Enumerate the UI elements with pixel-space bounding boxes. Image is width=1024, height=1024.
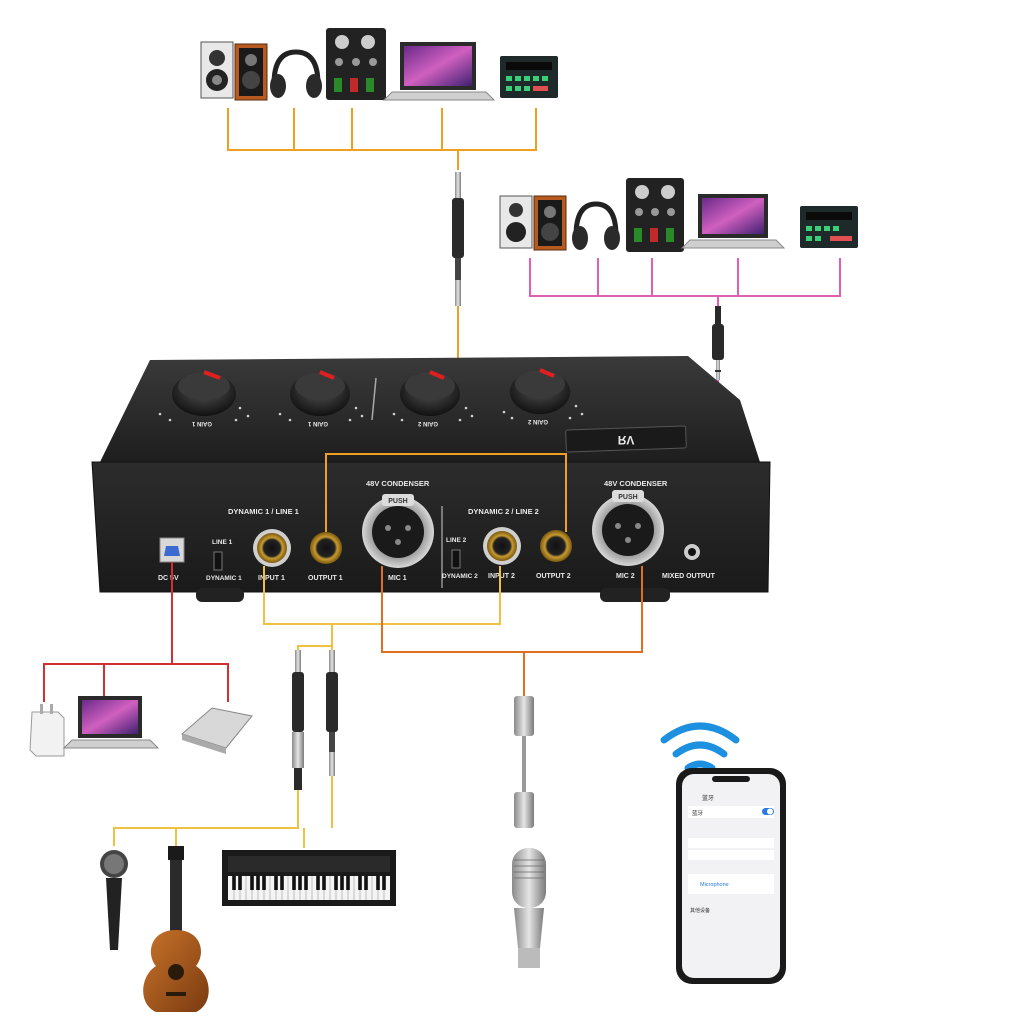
- keyboard-icon: [222, 850, 396, 906]
- label-mic-1: MIC 1: [388, 575, 407, 582]
- top-device-row: [200, 28, 558, 101]
- output-cables: [325, 453, 567, 532]
- knob-label-3: GAIN 2: [417, 420, 438, 426]
- push-tab-2: PUSH: [618, 494, 637, 501]
- svg-text:VЯ: VЯ: [618, 433, 635, 447]
- label-dynamic-line-1: DYNAMIC 1 / LINE 1: [228, 507, 299, 516]
- top-orange-bus: [227, 108, 537, 170]
- piano-black-key: [346, 876, 350, 890]
- label-output-2: OUTPUT 2: [536, 573, 571, 580]
- laptop-icon-3: [62, 696, 160, 749]
- gain-knob-4[interactable]: [510, 368, 570, 414]
- knob-label-1: GAIN 1: [191, 420, 212, 426]
- label-dynamic-line-2: DYNAMIC 2 / LINE 2: [468, 507, 539, 516]
- label-dynamic-1: DYNAMIC 1: [206, 575, 242, 582]
- switch-2[interactable]: [451, 549, 461, 569]
- speaker-pair-icon: [200, 41, 268, 101]
- knob-labels: GAIN 1 GAIN 1 GAIN 2 GAIN 2: [191, 418, 548, 426]
- output-1-jack[interactable]: [310, 532, 342, 564]
- mic-1-xlr[interactable]: PUSH: [362, 494, 434, 568]
- knob-scale-dots: [158, 404, 584, 422]
- piano-black-key: [304, 876, 308, 890]
- instrument-cables: [292, 650, 338, 790]
- headphones-icon-2: [572, 201, 620, 250]
- piano-black-key: [382, 876, 386, 890]
- sound-card-icon: [500, 56, 558, 98]
- mic-2-xlr[interactable]: PUSH: [592, 490, 664, 566]
- power-wiring: [43, 562, 229, 702]
- push-tab-1: PUSH: [388, 498, 407, 505]
- piano-black-key: [340, 876, 344, 890]
- condenser-microphone-icon: [512, 848, 546, 968]
- piano-black-key: [280, 876, 284, 890]
- laptop-icon-2: [680, 194, 786, 249]
- bluetooth-device-item: Microphone: [700, 882, 729, 888]
- label-mixed-output: MIXED OUTPUT: [662, 573, 716, 580]
- gain-knob-2[interactable]: [290, 370, 350, 416]
- piano-black-key: [262, 876, 266, 890]
- gain-knob-1[interactable]: [172, 370, 236, 416]
- gain-knob-3[interactable]: [400, 370, 460, 416]
- input-2-jack[interactable]: [483, 527, 521, 565]
- smartphone: 蓝牙 蓝牙 Microphone 其他设备: [676, 768, 786, 984]
- bluetooth-setting-label: 蓝牙: [692, 809, 704, 817]
- laptop-icon: [382, 42, 496, 101]
- label-dc-5v: DC 5V: [158, 575, 179, 582]
- switch-1[interactable]: [213, 551, 223, 571]
- wireless-icon: [660, 722, 740, 772]
- mixer-icon: [326, 28, 386, 100]
- label-condenser-1: 48V CONDENSER: [366, 479, 430, 488]
- input-1-jack[interactable]: [253, 529, 291, 567]
- piano-black-key: [232, 876, 236, 890]
- piano-black-key: [250, 876, 254, 890]
- piano-black-key: [238, 876, 242, 890]
- second-device-row: [499, 178, 858, 252]
- usb-port[interactable]: [159, 537, 185, 563]
- sound-card-icon-2: [800, 206, 858, 248]
- power-bank-icon: [180, 707, 253, 754]
- xlr-cable: [514, 696, 534, 828]
- phone-title: 蓝牙: [702, 794, 714, 802]
- other-devices-label: 其他设备: [690, 907, 710, 914]
- label-condenser-2: 48V CONDENSER: [604, 479, 668, 488]
- piano-black-key: [298, 876, 302, 890]
- mixed-output-jack[interactable]: [684, 544, 700, 560]
- piano-black-key: [376, 876, 380, 890]
- output-2-jack[interactable]: [540, 530, 572, 562]
- label-line-2: LINE 2: [446, 537, 467, 544]
- label-input-1: INPUT 1: [258, 575, 285, 582]
- instrument-bus: [113, 776, 333, 848]
- piano-black-key: [274, 876, 278, 890]
- piano-black-key: [292, 876, 296, 890]
- piano-black-key: [364, 876, 368, 890]
- label-dynamic-2: DYNAMIC 2: [442, 573, 478, 580]
- label-line-1: LINE 1: [212, 539, 233, 546]
- piano-black-key: [358, 876, 362, 890]
- acoustic-guitar-icon: [143, 846, 209, 1012]
- speaker-pair-icon-2: [499, 195, 567, 251]
- knob-label-4: GAIN 2: [527, 418, 548, 424]
- mic-wiring: [381, 566, 643, 696]
- label-mic-2: MIC 2: [616, 573, 635, 580]
- headphones-icon: [270, 49, 322, 98]
- label-output-1: OUTPUT 1: [308, 575, 343, 582]
- piano-black-key: [334, 876, 338, 890]
- mixer-icon-2: [626, 178, 684, 252]
- handheld-microphone-icon: [100, 850, 128, 950]
- piano-black-key: [316, 876, 320, 890]
- piano-black-key: [256, 876, 260, 890]
- knob-label-2: GAIN 1: [307, 420, 328, 426]
- power-adapter-icon: [29, 704, 65, 757]
- mixer-device: VЯ GAIN 1: [91, 356, 771, 602]
- pink-bus: [529, 258, 841, 306]
- piano-black-key: [322, 876, 326, 890]
- label-input-2: INPUT 2: [488, 573, 515, 580]
